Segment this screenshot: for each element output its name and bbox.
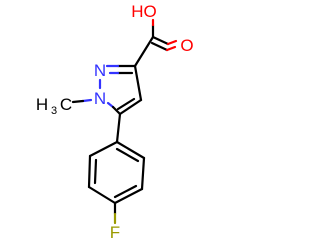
bond-c3-c4 bbox=[133, 64, 143, 102]
bond-n1-methyl bbox=[71, 99, 85, 104]
bond-n1-methyl-blue bbox=[81, 98, 93, 103]
bond-ph-2 bbox=[140, 156, 146, 191]
carbonyl-oxygen-label: O bbox=[180, 36, 193, 55]
bond-c5-phenyl bbox=[115, 112, 122, 144]
bond-ph-4 bbox=[87, 185, 117, 205]
bond-ring-c3-carboxyl bbox=[133, 35, 155, 68]
fluorine-label: F bbox=[110, 223, 120, 242]
bond-c-o-double-b bbox=[150, 41, 169, 52]
bond-ph-inner-1 bbox=[115, 147, 140, 163]
bond-c4-c5-double bbox=[118, 98, 143, 116]
hydroxyl-label: HO bbox=[131, 2, 157, 21]
bond-c-o-double-b-red bbox=[165, 45, 177, 52]
bond-c-o-double-a bbox=[151, 35, 170, 46]
ring-nitrogen-2-label: N bbox=[94, 61, 106, 80]
methyl-c-label: C bbox=[60, 95, 72, 114]
bond-c4-c5-double-inner bbox=[116, 97, 136, 111]
bond-ph-inner-2 bbox=[113, 184, 138, 199]
methyl-subscript-label: 3 bbox=[51, 105, 57, 117]
bond-ph-3 bbox=[113, 187, 144, 205]
bond-ph-6 bbox=[88, 140, 119, 158]
methyl-h-label: H bbox=[36, 95, 48, 114]
bond-c5-n1 bbox=[111, 105, 122, 116]
bond-c-o-double-a-red bbox=[166, 39, 178, 46]
bond-ph-5 bbox=[87, 154, 92, 189]
ring-nitrogen-1-label: N bbox=[94, 89, 106, 108]
chemical-structure: HO O N N H 3 C F bbox=[36, 2, 194, 242]
bond-ph-inner-3 bbox=[93, 158, 98, 185]
bond-ph-1 bbox=[115, 140, 146, 160]
